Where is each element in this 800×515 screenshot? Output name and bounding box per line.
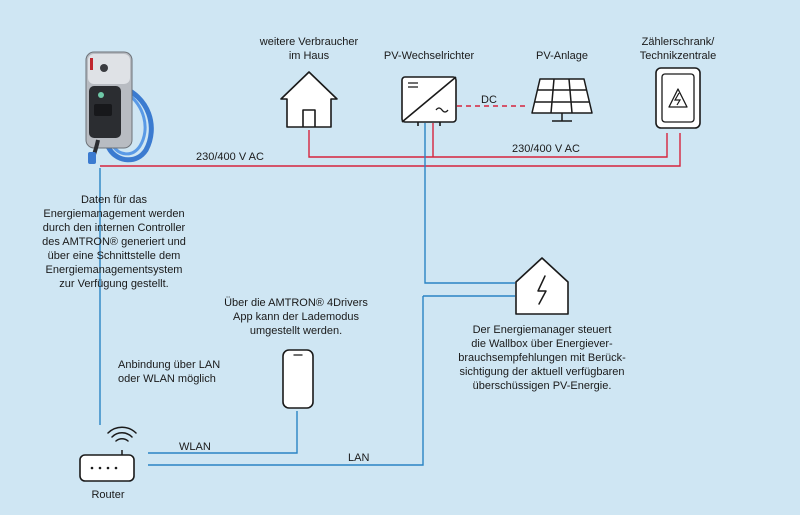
label-pv-system: PV-Anlage bbox=[536, 50, 588, 62]
controller-note-line-7: zur Verfügung gestellt. bbox=[59, 278, 169, 290]
wlan-line-phone-to-router bbox=[148, 411, 298, 454]
label-manager-note: Der Energiemanager steuert die Wallbox ü… bbox=[444, 323, 640, 393]
label-wlan: WLAN bbox=[179, 441, 211, 453]
controller-note-line-3: durch den internen Controller bbox=[42, 222, 186, 234]
wifi-icon bbox=[107, 426, 137, 442]
ac-line-house-to-meter bbox=[308, 130, 668, 158]
label-lan: LAN bbox=[348, 452, 370, 464]
manager-note-line-4: sichtigung der aktuell verfügbaren bbox=[459, 366, 625, 378]
smartphone-icon bbox=[282, 349, 314, 409]
controller-note-line-2: Energiemanagement werden bbox=[43, 208, 185, 220]
controller-note-line-6: Energiemanagementsystem bbox=[45, 264, 183, 276]
manager-note-line-1: Der Energiemanager steuert bbox=[472, 324, 612, 336]
app-note-line-1: Über die AMTRON® 4Drivers bbox=[224, 297, 368, 309]
connection-note-line-1: Anbindung über LAN bbox=[118, 359, 221, 371]
label-consumers-line-1: weitere Verbraucher bbox=[259, 36, 359, 48]
label-consumers-line-2: im Haus bbox=[288, 50, 330, 62]
label-ac-right: 230/400 V AC bbox=[512, 143, 580, 155]
label-meter-cabinet-line-2: Technikzentrale bbox=[639, 50, 717, 62]
controller-note-line-1: Daten für das bbox=[80, 194, 148, 206]
router-icon bbox=[79, 450, 135, 482]
label-meter-cabinet-line-1: Zählerschrank/ bbox=[641, 36, 715, 48]
meter-cabinet-icon bbox=[655, 67, 701, 129]
wallbox-icon bbox=[85, 51, 154, 164]
manager-note-line-3: brauchsempfehlungen mit Berück- bbox=[458, 352, 626, 364]
controller-note-line-4: des AMTRON® generiert und bbox=[42, 236, 186, 248]
data-line-inverter-to-manager bbox=[424, 123, 515, 284]
label-consumers: weitere Verbraucher im Haus bbox=[245, 35, 373, 63]
ac-power-lines bbox=[100, 105, 681, 167]
label-app-note: Über die AMTRON® 4Drivers App kann der L… bbox=[196, 296, 396, 338]
data-lines bbox=[99, 123, 515, 466]
label-ac-left: 230/400 V AC bbox=[196, 151, 264, 163]
house-icon bbox=[280, 71, 338, 128]
energy-manager-icon bbox=[515, 257, 569, 315]
label-controller-note: Daten für das Energiemanagement werden d… bbox=[26, 193, 202, 291]
app-note-line-2: App kann der Lademodus bbox=[233, 311, 359, 323]
connection-note-line-2: oder WLAN möglich bbox=[118, 373, 216, 385]
label-router: Router bbox=[91, 489, 125, 501]
manager-note-line-2: die Wallbox über Energiever- bbox=[471, 338, 613, 350]
label-dc: DC bbox=[481, 94, 497, 106]
label-meter-cabinet: Zählerschrank/ Technikzentrale bbox=[616, 35, 740, 63]
inverter-icon bbox=[401, 76, 457, 126]
app-note-line-3: umgestellt werden. bbox=[249, 325, 343, 337]
label-inverter: PV-Wechselrichter bbox=[383, 50, 475, 62]
controller-note-line-5: über eine Schnittstelle dem bbox=[47, 250, 181, 262]
solar-panel-icon bbox=[531, 78, 593, 122]
ac-line-wallbox-to-meter bbox=[100, 133, 681, 167]
data-line-manager-to-router bbox=[148, 295, 515, 466]
label-connection-note: Anbindung über LAN oder WLAN möglich bbox=[118, 358, 220, 386]
manager-note-line-5: überschüssigen PV-Energie. bbox=[472, 380, 612, 392]
